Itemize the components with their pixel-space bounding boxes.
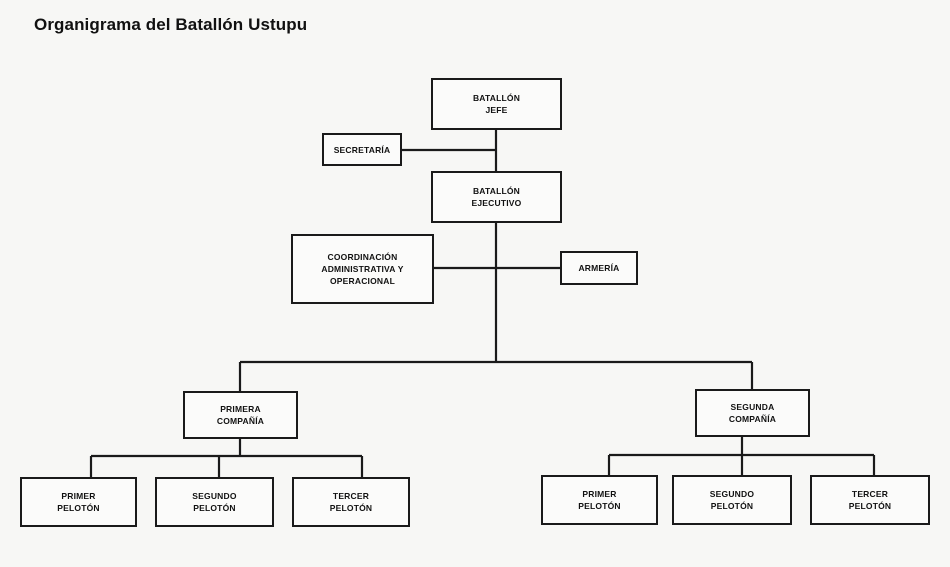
node-batallon-ejecutivo: BATALLÓN EJECUTIVO	[431, 171, 562, 223]
node-label-line: OPERACIONAL	[329, 276, 395, 286]
node-coordinacion: COORDINACIÓN ADMINISTRATIVA Y OPERACIONAL	[291, 234, 434, 304]
node-label-line: SEGUNDO	[709, 489, 755, 499]
node-label-line: TERCER	[851, 489, 889, 499]
node-primera-compania: PRIMERA COMPAÑÍA	[183, 391, 298, 439]
node-batallon-jefe: BATALLÓN JEFE	[431, 78, 562, 130]
node-label-line: PRIMERA	[220, 404, 261, 414]
node-label-line: COORDINACIÓN	[327, 252, 398, 262]
node-label-line: EJECUTIVO	[471, 198, 522, 208]
node-label-line: BATALLÓN	[472, 186, 521, 196]
node-label-line: ARMERÍA	[578, 263, 620, 273]
node-armeria: ARMERÍA	[560, 251, 638, 285]
node-label-line: SECRETARÍA	[333, 144, 391, 155]
page-title: Organigrama del Batallón Ustupu	[34, 15, 308, 34]
node-label-line: PRIMER	[582, 489, 617, 499]
node-label-line: PELOTÓN	[848, 501, 892, 511]
node-secretaria: SECRETARÍA	[322, 133, 402, 166]
node-c1-tercer-peloton: TERCER PELOTÓN	[292, 477, 410, 527]
node-label-line: ADMINISTRATIVA Y	[321, 264, 404, 274]
node-segunda-compania: SEGUNDA COMPAÑÍA	[695, 389, 810, 437]
node-label-line: PELOTÓN	[193, 503, 236, 513]
node-label-line: COMPAÑÍA	[216, 416, 265, 426]
node-label-line: BATALLÓN	[472, 93, 521, 103]
node-c2-primer-peloton: PRIMER PELOTÓN	[541, 475, 658, 525]
node-label-line: JEFE	[485, 105, 508, 115]
node-c1-segundo-peloton: SEGUNDO PELOTÓN	[155, 477, 274, 527]
node-c2-tercer-peloton: TERCER PELOTÓN	[810, 475, 930, 525]
node-label-line: SEGUNDA	[730, 402, 775, 412]
node-label-line: PELOTÓN	[57, 503, 100, 513]
node-c2-segundo-peloton: SEGUNDO PELOTÓN	[672, 475, 792, 525]
node-label-line: PELOTÓN	[578, 501, 621, 511]
node-c1-primer-peloton: PRIMER PELOTÓN	[20, 477, 137, 527]
node-label-line: PRIMER	[61, 491, 96, 501]
node-label-line: COMPAÑÍA	[728, 414, 777, 424]
node-label-line: PELOTÓN	[710, 501, 754, 511]
node-label-line: TERCER	[332, 491, 370, 501]
node-label-line: PELOTÓN	[329, 503, 373, 513]
node-label-line: SEGUNDO	[192, 491, 237, 501]
